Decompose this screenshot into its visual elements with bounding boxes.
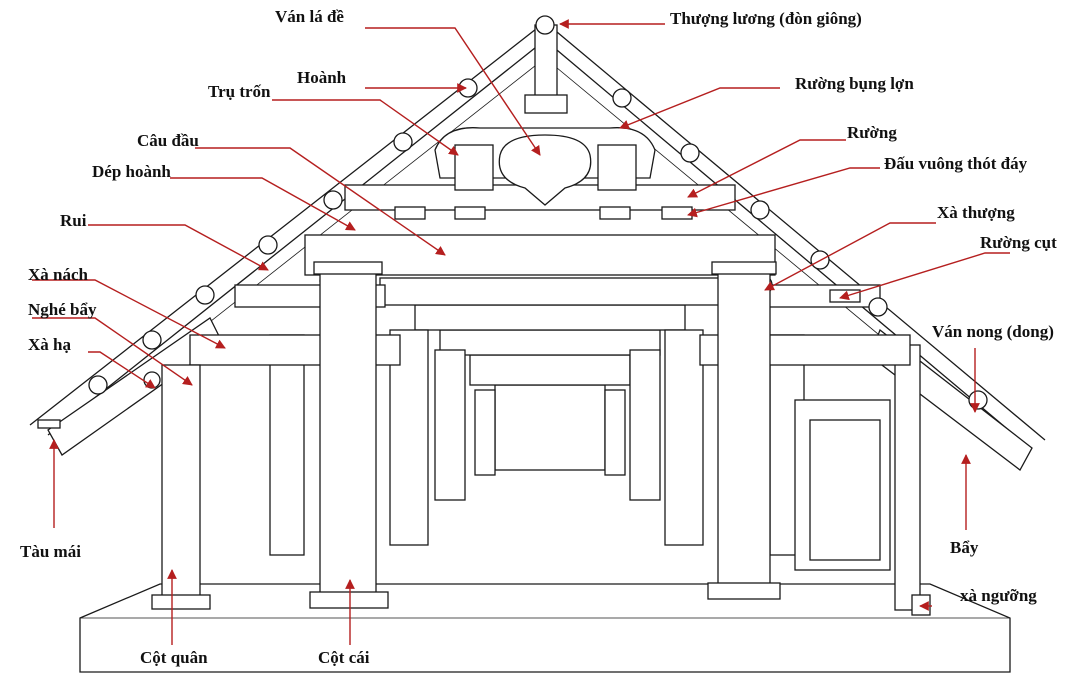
label-ruong: Rường [847, 123, 897, 142]
label-nghe-bay: Nghé bẩy [28, 300, 97, 319]
label-dep-hoanh: Dép hoành [92, 162, 171, 181]
label-tau-mai: Tàu mái [20, 542, 81, 561]
labels: Ván lá đề Thượng lương (đòn giông) Hoành… [20, 7, 1057, 667]
label-xa-ha: Xà hạ [28, 335, 71, 354]
label-van-la-de: Ván lá đề [275, 7, 344, 26]
label-xa-nach: Xà nách [28, 265, 89, 284]
label-xa-nguong: xà ngưỡng [960, 586, 1037, 605]
label-cot-cai: Cột cái [318, 648, 370, 667]
leader-lines [32, 19, 1010, 645]
label-ruong-cut: Rường cụt [980, 233, 1057, 252]
base-platform [79, 583, 1011, 673]
structure-drawing [29, 15, 1046, 673]
label-xa-thuong: Xà thượng [937, 203, 1015, 222]
label-bay: Bẩy [950, 538, 979, 557]
main-beam [304, 234, 776, 276]
label-ruong-bung-lon: Rường bụng lợn [795, 74, 914, 93]
label-cot-quan: Cột quân [140, 648, 208, 667]
label-hoanh: Hoành [297, 68, 347, 87]
label-tru-tron: Trụ trốn [208, 82, 271, 101]
main-column-right [717, 267, 771, 589]
front-column-left [161, 364, 201, 601]
label-cau-dau: Câu đầu [137, 131, 199, 150]
label-rui: Rui [60, 211, 87, 230]
label-dau-vuong-thot-day: Đấu vuông thót đáy [884, 154, 1028, 173]
label-van-nong: Ván nong (dong) [932, 322, 1054, 341]
main-column-left [319, 267, 377, 599]
label-thuong-luong: Thượng lương (đòn giông) [670, 9, 862, 28]
